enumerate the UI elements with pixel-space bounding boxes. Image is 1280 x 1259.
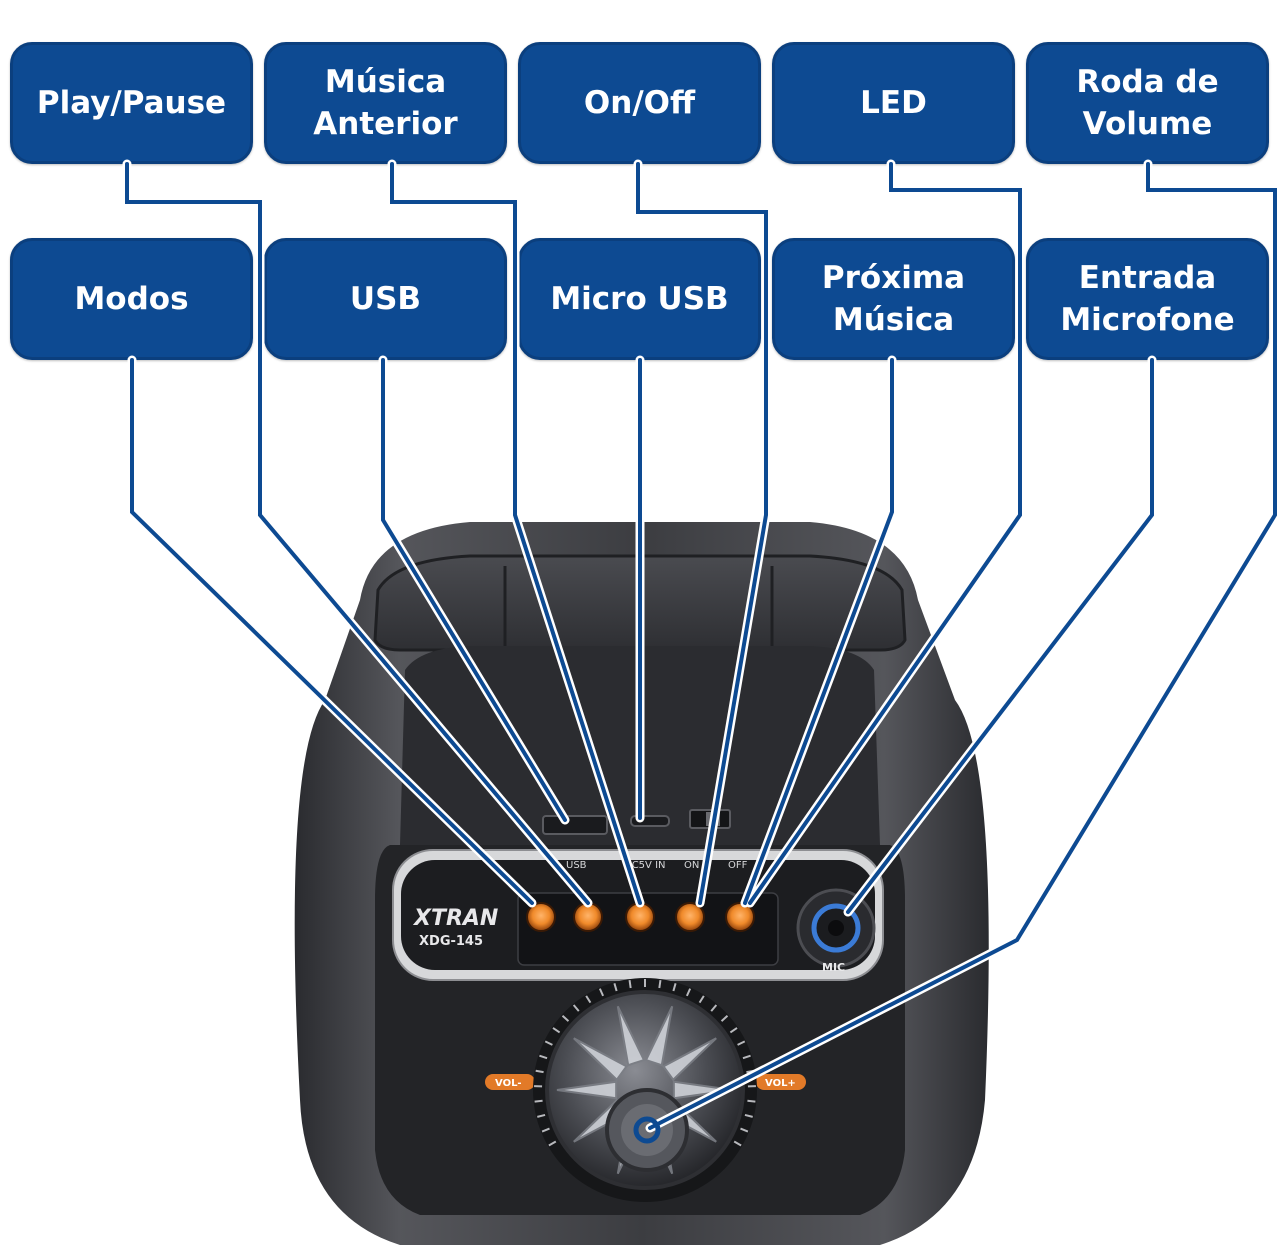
callout-label: Música Anterior — [313, 64, 458, 142]
leader-modos — [130, 358, 534, 905]
knob-tick — [534, 1099, 543, 1103]
knob-tick — [544, 1040, 553, 1046]
knob-tick — [548, 1140, 557, 1147]
vol-plus-tag: VOL+ — [756, 1074, 806, 1090]
led-button[interactable] — [725, 902, 755, 932]
knob-tick — [535, 1069, 544, 1074]
knob-tick — [744, 1113, 753, 1118]
knob-tick — [613, 983, 618, 992]
mode-button[interactable] — [526, 902, 556, 932]
knob-tick — [541, 1127, 550, 1133]
callout-label: On/Off — [583, 85, 696, 121]
knob-tick — [672, 983, 677, 992]
knob-tick — [720, 1014, 729, 1022]
knob-tick — [733, 1140, 742, 1147]
leader-entrada-microfone — [846, 358, 1154, 914]
knob-tick — [561, 1014, 570, 1022]
knob-tick — [710, 1004, 718, 1012]
vol-plus-label: VOL+ — [765, 1078, 796, 1089]
model-number: XDG-145 — [419, 934, 483, 949]
mic-label: MIC — [822, 961, 845, 974]
callout-entrada-microfone: Entrada Microfone — [1026, 238, 1269, 360]
knob-petal — [616, 1005, 646, 1067]
knob-petal — [672, 1080, 734, 1100]
callout-label: Roda de Volume — [1076, 64, 1219, 142]
knob-petal — [661, 1037, 717, 1082]
callout-label: Micro USB — [550, 281, 729, 317]
leader-musica-anterior — [390, 162, 642, 905]
volume-target-marker — [633, 1116, 661, 1144]
knob-tick — [685, 988, 692, 997]
knob-tick — [737, 1040, 746, 1046]
callout-play-pause: Play/Pause — [10, 42, 253, 164]
knob-tick — [572, 1004, 580, 1012]
callout-label: Entrada Microfone — [1060, 260, 1235, 338]
next-button[interactable] — [675, 902, 705, 932]
callout-musica-anterior: Música Anterior — [264, 42, 507, 164]
microphone-jack[interactable] — [796, 888, 876, 968]
callout-label: USB — [349, 281, 422, 317]
leader-lines-blue — [125, 162, 1277, 1130]
port-labels: USB DC5V IN ON OFF — [566, 860, 748, 871]
callout-label: Próxima Música — [821, 260, 966, 338]
leader-play-pause — [125, 162, 590, 905]
callout-label: Play/Pause — [36, 85, 227, 121]
knob-tick — [747, 1099, 756, 1103]
port-label-usb: USB — [566, 860, 587, 871]
knob-tick — [729, 1027, 738, 1034]
leader-usb — [381, 358, 567, 822]
port-label-dc5v-in: DC5V IN — [624, 860, 666, 871]
knob-tick — [598, 988, 605, 997]
knob-petal — [556, 1080, 618, 1100]
vol-minus-tag: VOL- — [485, 1074, 535, 1090]
knob-tick — [740, 1127, 749, 1133]
leader-on-off — [636, 162, 768, 905]
callout-roda-volume: Roda de Volume — [1026, 42, 1269, 164]
brand-logo: XTRAN — [412, 906, 498, 931]
port-label-on: ON — [684, 860, 699, 871]
leader-roda-volume — [648, 162, 1277, 1130]
knob-tick — [658, 979, 662, 989]
callout-label: Modos — [74, 281, 189, 317]
knob-tick — [742, 1054, 751, 1060]
leader-led — [748, 162, 1022, 905]
knob-petal — [644, 1005, 674, 1067]
knob-tick — [539, 1054, 548, 1060]
knob-tick — [585, 995, 592, 1004]
callout-label: LED — [860, 85, 927, 121]
knob-tick — [628, 979, 632, 989]
vol-minus-label: VOL- — [495, 1078, 522, 1089]
button-strip — [517, 892, 779, 966]
knob-tick — [552, 1027, 561, 1034]
leader-proxima-musica — [743, 358, 894, 905]
knob-tick — [537, 1113, 546, 1118]
port-label-off: OFF — [728, 860, 748, 871]
knob-petal — [573, 1037, 629, 1082]
knob-tick — [698, 995, 705, 1004]
